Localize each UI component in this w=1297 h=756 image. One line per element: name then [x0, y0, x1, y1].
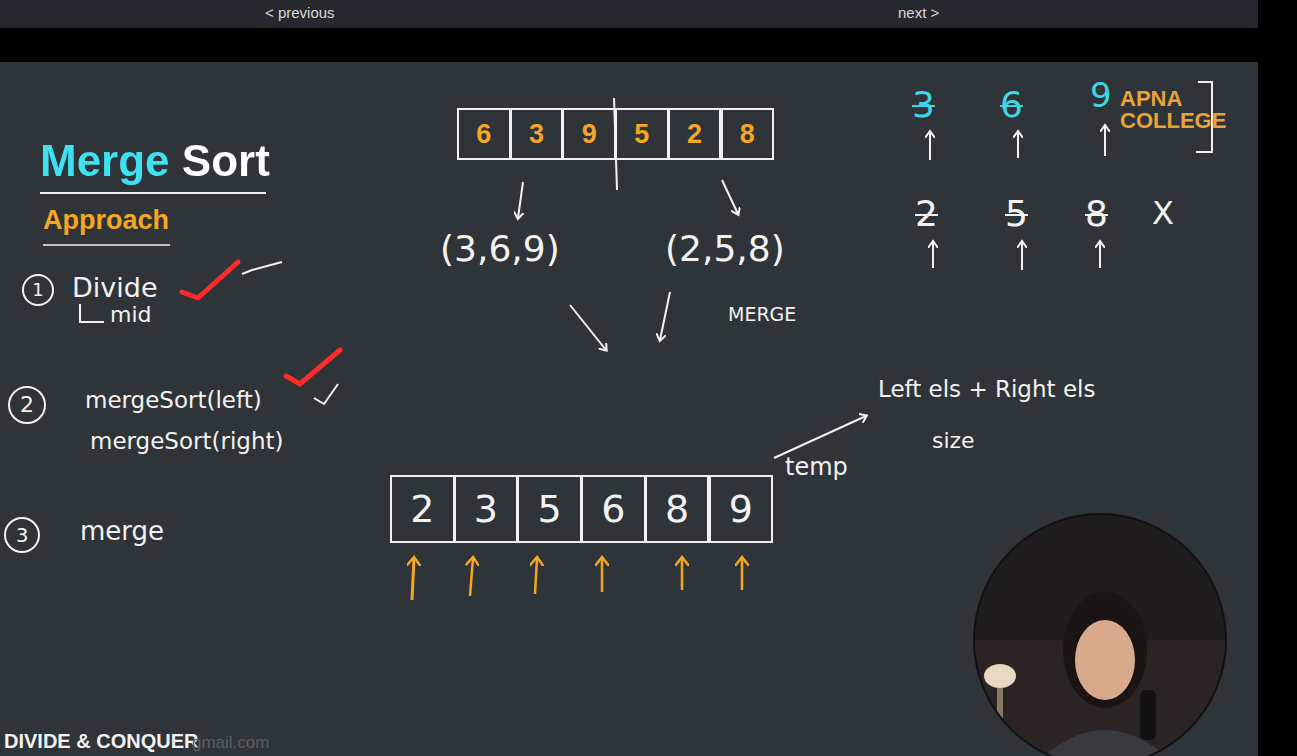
- section-heading: Approach: [43, 205, 169, 236]
- nav-link: next >: [898, 4, 939, 21]
- cell-value: 5: [538, 490, 562, 528]
- pointer-value: 8: [1085, 193, 1108, 234]
- step-text: Divide: [72, 272, 158, 303]
- footer-text: gmail.com: [192, 733, 269, 753]
- temp-cell: 2: [390, 475, 455, 543]
- watermark: APNA COLLEGE: [1120, 88, 1212, 132]
- pointer-value: 6: [1000, 84, 1023, 125]
- cell-value: 3: [529, 121, 544, 148]
- temp-cell: 8: [645, 475, 710, 543]
- step-number: 1: [32, 280, 43, 301]
- cell-value: 8: [740, 121, 755, 148]
- temp-cell: 3: [454, 475, 519, 543]
- cell-value: 6: [601, 490, 625, 528]
- pointer-value: 5: [1005, 193, 1028, 234]
- temp-cell: 5: [517, 475, 582, 543]
- step-text: mergeSort(right): [90, 428, 284, 454]
- step-number: 3: [16, 524, 29, 547]
- pointer-value: 2: [915, 193, 938, 234]
- cell-value: 5: [634, 121, 649, 148]
- array-cell: 2: [668, 108, 722, 160]
- cell-value: 2: [410, 490, 434, 528]
- cell-value: 6: [476, 121, 491, 148]
- temp-cell: 6: [581, 475, 646, 543]
- step-number: 2: [20, 392, 34, 417]
- pointer-value: 3: [912, 84, 935, 125]
- step-note: mid: [110, 302, 152, 327]
- array-cell: 3: [510, 108, 564, 160]
- footer-text: DIVIDE & CONQUER: [4, 730, 198, 753]
- cell-value: 2: [687, 121, 702, 148]
- slide-title: Merge Sort: [40, 136, 270, 187]
- step-text: mergeSort(left): [85, 387, 262, 413]
- end-mark: X: [1152, 195, 1174, 232]
- array-cell: 6: [457, 108, 511, 160]
- array-cell: 8: [721, 108, 775, 160]
- step-note: MERGE: [728, 304, 796, 326]
- array-cell: 9: [562, 108, 616, 160]
- temp-cell: 9: [709, 475, 774, 543]
- step-text: merge: [80, 517, 164, 547]
- nav-link: < previous: [265, 4, 335, 21]
- cell-value: 9: [729, 490, 753, 528]
- cell-value: 3: [474, 490, 498, 528]
- size-note: size: [932, 428, 975, 453]
- pointer-value: 9: [1090, 76, 1112, 115]
- array-cell: 5: [615, 108, 669, 160]
- sorted-half: (3,6,9): [440, 228, 560, 269]
- array-name: temp: [785, 454, 848, 482]
- cell-value: 9: [582, 121, 597, 148]
- sorted-half: (2,5,8): [665, 228, 785, 269]
- size-note: Left els + Right els: [878, 376, 1095, 402]
- cell-value: 8: [665, 490, 689, 528]
